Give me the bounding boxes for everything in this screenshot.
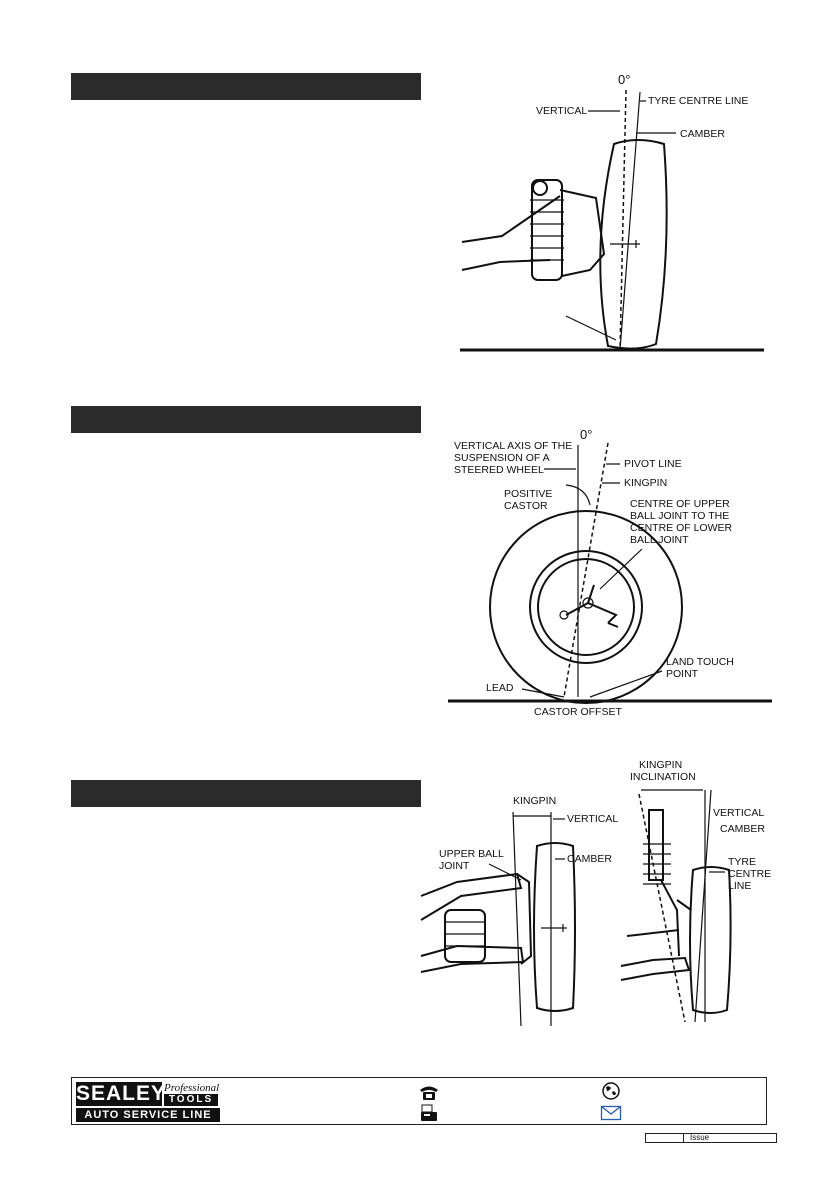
camber-camber-label: CAMBER — [680, 128, 725, 140]
kingpin-tyre-label-2: CENTRE — [728, 868, 771, 880]
kingpin-camber-label-right: CAMBER — [720, 823, 765, 835]
kingpin-vertical-label-left: VERTICAL — [567, 813, 618, 825]
camber-tyre-shape — [599, 139, 668, 350]
kingpin-upper-ball-label-2: JOINT — [439, 860, 470, 872]
kingpin-camber-label-left: CAMBER — [567, 853, 612, 865]
castor-vertical-axis-label-3: STEERED WHEEL — [454, 464, 544, 476]
kingpin-diagram: KINGPIN VERTICAL UPPER BALL JOINT CAMBER… — [420, 760, 771, 1027]
logo-script: Professional — [164, 1082, 220, 1094]
castor-tyre-outer — [489, 510, 683, 704]
castor-vertical-axis-label-1: VERTICAL AXIS OF THE — [454, 440, 572, 452]
castor-offset-label: CASTOR OFFSET — [534, 706, 622, 718]
castor-centre-label-3: CENTRE OF LOWER — [630, 522, 733, 534]
logo-tools: TOOLS — [164, 1094, 218, 1106]
fax-icon — [421, 1104, 437, 1121]
kingpin-inclination-label-2: INCLINATION — [630, 771, 696, 783]
kingpin-axis-line-left — [512, 811, 522, 1027]
castor-centre-label-1: CENTRE OF UPPER — [630, 498, 730, 510]
telephone-icon — [420, 1086, 438, 1100]
kingpin-tyre-right — [689, 866, 732, 1014]
castor-vertical-axis-label-2: SUSPENSION OF A — [454, 452, 550, 464]
issue-label: Issue — [690, 1133, 710, 1142]
castor-positive-label-1: POSITIVE — [504, 488, 552, 500]
kingpin-inclination-label-1: KINGPIN — [639, 760, 682, 771]
camber-control-arms — [461, 195, 561, 271]
kingpin-tyre-left — [533, 842, 576, 1012]
castor-kingpin-label: KINGPIN — [624, 477, 667, 489]
castor-land-touch-label-1: LAND TOUCH — [666, 656, 734, 668]
footer-contact-bar: SEALEY Professional TOOLS AUTO SERVICE L… — [71, 1077, 767, 1125]
kingpin-tyre-label-3: LINE — [728, 880, 751, 892]
castor-centre-label-4: BALL JOINT — [630, 534, 689, 546]
kingpin-inclination-line — [638, 793, 686, 1023]
castor-land-touch-label-2: POINT — [666, 668, 699, 680]
globe-icon — [602, 1082, 620, 1100]
castor-lead-label: LEAD — [486, 682, 514, 694]
kingpin-upper-ball-label-1: UPPER BALL — [439, 848, 504, 860]
camber-diagram: 0° VERTICAL TYRE CENTRE LINE CAMBER — [460, 72, 764, 352]
envelope-icon — [600, 1105, 622, 1121]
tyre-centre-line — [619, 91, 641, 351]
castor-centre-label-2: BALL JOINT TO THE — [630, 510, 729, 522]
section-header-bar-camber — [71, 73, 421, 100]
castor-positive-label-2: CASTOR — [504, 500, 548, 512]
section-header-bar-castor — [71, 406, 421, 433]
castor-pivot-line — [563, 442, 609, 698]
camber-degree-label: 0° — [618, 72, 630, 87]
kingpin-tyre-centre-line-right — [694, 789, 712, 1023]
logo-service-line: AUTO SERVICE LINE — [76, 1108, 220, 1122]
kingpin-label-left: KINGPIN — [513, 795, 556, 807]
camber-tyre-centre-label: TYRE CENTRE LINE — [648, 95, 748, 107]
camber-vertical-line — [619, 89, 627, 351]
kingpin-tyre-label-1: TYRE — [728, 856, 756, 868]
castor-degree-label: 0° — [580, 427, 592, 442]
logo-wordmark: SEALEY — [76, 1082, 167, 1106]
castor-rim-outer — [529, 550, 643, 664]
castor-pivot-line-label: PIVOT LINE — [624, 458, 682, 470]
camber-vertical-label: VERTICAL — [536, 105, 587, 117]
kingpin-vertical-label-right: VERTICAL — [713, 807, 764, 819]
castor-diagram: 0° VERTICAL AXIS OF THE SUSPENSION OF A … — [448, 427, 772, 718]
sealey-logo: SEALEY Professional TOOLS AUTO SERVICE L… — [76, 1082, 220, 1122]
section-header-bar-kingpin — [71, 780, 421, 807]
issue-box: Issue — [645, 1133, 777, 1143]
